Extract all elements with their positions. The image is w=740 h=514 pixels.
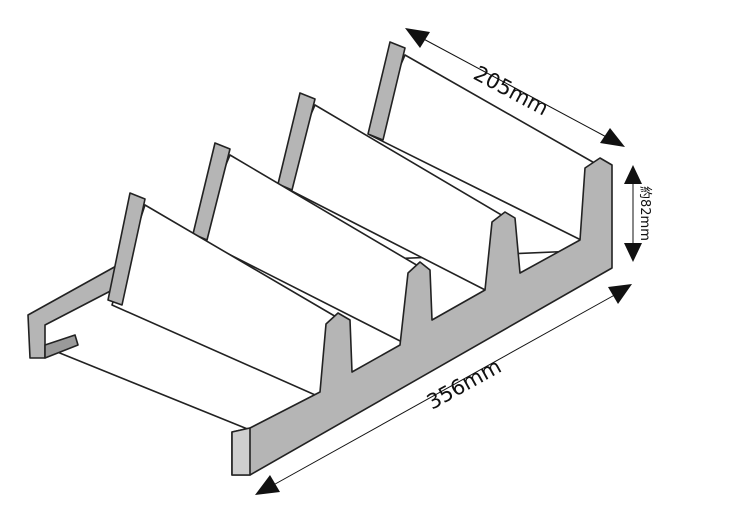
front-side-rail xyxy=(231,157,613,476)
arrow-head-icon xyxy=(624,243,642,262)
arrow-head-icon xyxy=(608,284,632,304)
arrow-head-icon xyxy=(600,128,625,147)
post-4 xyxy=(367,41,406,141)
arrow-head-icon xyxy=(624,165,642,184)
rail-top-edge xyxy=(231,427,251,476)
arrow-head-icon xyxy=(405,28,430,48)
left-end-foot xyxy=(44,334,79,359)
post-2 xyxy=(192,142,231,241)
post-1 xyxy=(107,192,146,306)
arrow-head-icon xyxy=(255,475,280,495)
post-3 xyxy=(277,92,316,191)
height-label: 約82mm xyxy=(637,186,652,241)
height-dimension: 約82mm xyxy=(624,165,652,262)
